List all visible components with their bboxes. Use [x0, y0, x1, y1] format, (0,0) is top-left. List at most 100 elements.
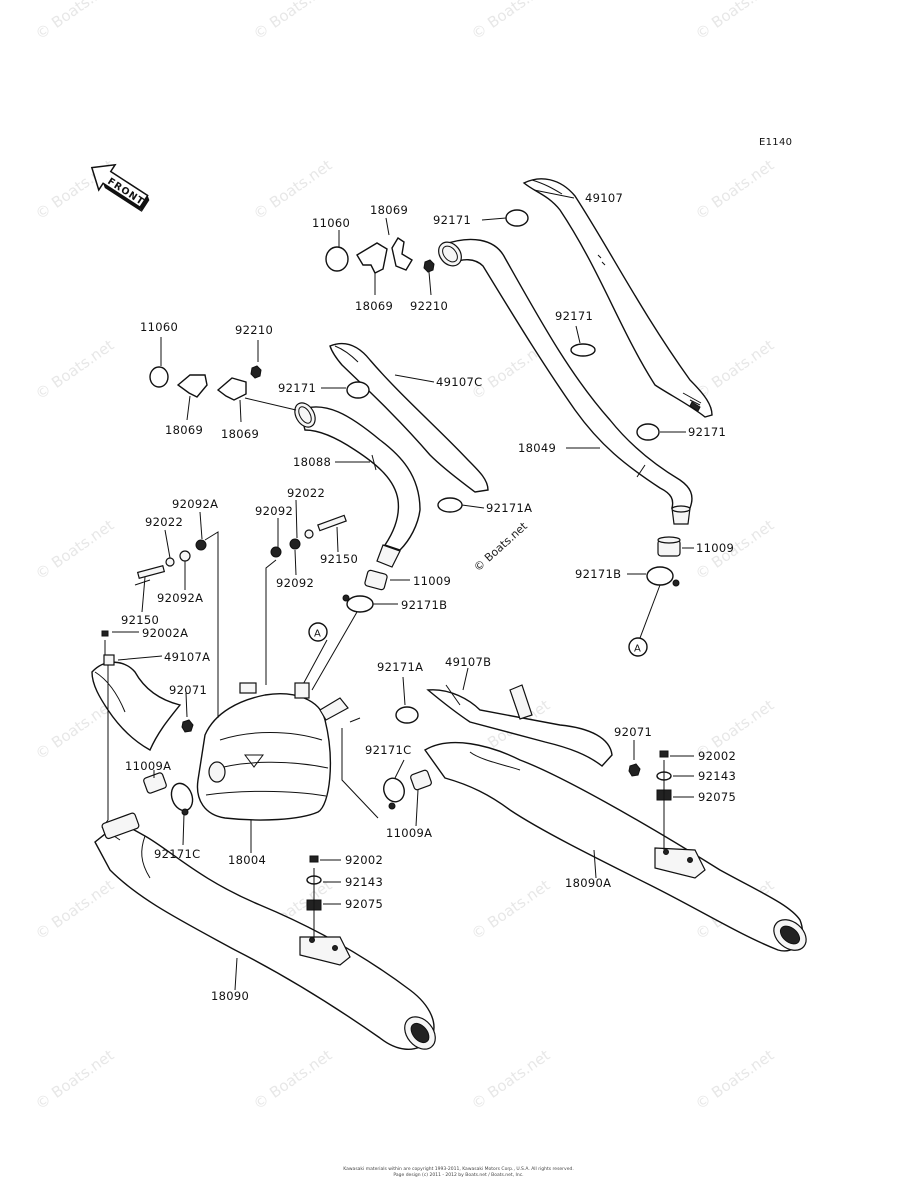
part-label: 92002 — [698, 749, 736, 763]
part-label: 92075 — [698, 790, 736, 804]
part-label: 18090 — [211, 989, 249, 1003]
part-label: 18069 — [370, 203, 408, 217]
clamp-92171B-mid — [342, 594, 374, 613]
gasket-11060-left — [149, 366, 169, 388]
bracket-18069-top — [356, 242, 388, 274]
watermark: © Boats.net — [250, 0, 335, 43]
watermark: © Boats.net — [250, 156, 335, 223]
bracket-18069-left-b — [216, 377, 247, 401]
part-label: 92092A — [172, 497, 218, 511]
watermark: © Boats.net — [32, 0, 117, 43]
bracket-18069-top-b — [391, 237, 413, 271]
ref-marker-a-right-label: A — [634, 644, 641, 655]
muffler-chamber-18004-part — [196, 682, 349, 821]
part-label: 92171A — [486, 501, 532, 515]
cover-49107B-part — [426, 684, 613, 767]
part-label: 18090A — [565, 876, 611, 890]
copyright-footer: Kawasaki materials within are copyright … — [0, 1167, 917, 1179]
muffler-18090A-part — [423, 741, 807, 952]
cover-49107C-part — [329, 342, 489, 493]
part-label: 11009 — [413, 574, 451, 588]
part-label: 92143 — [345, 875, 383, 889]
bracket-18069-left-a — [176, 374, 208, 398]
part-labels: 49107 92171 18069 11060 18069 92210 9217… — [121, 191, 736, 1003]
part-label: 92171 — [555, 309, 593, 323]
side-watermark: © Boats.net — [471, 519, 530, 574]
bolt-92002-mid — [309, 855, 319, 863]
part-label: 92071 — [169, 683, 207, 697]
part-label: 49107 — [585, 191, 623, 205]
header-pipe-18049-part — [438, 238, 693, 525]
ref-marker-a-right — [628, 637, 648, 657]
watermark: © Boats.net — [692, 0, 777, 43]
clamp-92171C-low — [383, 777, 405, 810]
clamp-92171A-mid — [437, 497, 463, 513]
part-label: 11009 — [696, 541, 734, 555]
muffler-18090-part — [94, 812, 436, 1050]
part-label: 92002 — [345, 853, 383, 867]
watermark: © Boats.net — [692, 156, 777, 223]
gasket-11060-top — [325, 246, 349, 272]
part-label: 92022 — [145, 515, 183, 529]
part-label: 92150 — [320, 552, 358, 566]
connector-11009A-low — [410, 769, 432, 791]
watermark: © Boats.net — [250, 1046, 335, 1113]
clamp-92171-mid — [570, 343, 596, 357]
nut-92071-right — [628, 763, 641, 777]
watermark: © Boats.net — [32, 1046, 117, 1113]
part-label: 92210 — [235, 323, 273, 337]
part-label: 18004 — [228, 853, 266, 867]
watermark: © Boats.net — [468, 1046, 553, 1113]
clamp-92171B-right — [646, 566, 680, 587]
part-label: 92150 — [121, 613, 159, 627]
part-label: 92171C — [154, 847, 200, 861]
part-label: 92143 — [698, 769, 736, 783]
part-label: 92171 — [688, 425, 726, 439]
fastener-group-left — [136, 539, 207, 579]
part-label: 92171B — [575, 567, 621, 581]
part-label: 18069 — [165, 423, 203, 437]
watermark: © Boats.net — [32, 696, 117, 763]
nut-92210-left — [250, 365, 262, 379]
part-label: 11009A — [125, 759, 171, 773]
nut-92210-top — [423, 259, 435, 273]
part-label: 18069 — [355, 299, 393, 313]
part-label: 92092 — [276, 576, 314, 590]
part-label: 49107B — [445, 655, 491, 669]
watermark: © Boats.net — [692, 336, 777, 403]
part-label: 18088 — [293, 455, 331, 469]
part-label: 92092 — [255, 504, 293, 518]
part-label: 92022 — [287, 486, 325, 500]
connector-11009-mid — [364, 569, 388, 591]
copyright-line: Page design (c) 2011 - 2012 by Boats.net… — [393, 1173, 524, 1178]
part-label: 11060 — [140, 320, 178, 334]
part-label: 11060 — [312, 216, 350, 230]
header-pipe-18088-part — [294, 402, 421, 568]
connector-11009-right — [657, 536, 681, 557]
nut-92071-left — [181, 719, 194, 733]
bolt-92002A — [101, 630, 109, 637]
watermark: © Boats.net — [32, 876, 117, 943]
fastener-group-mid — [270, 514, 347, 558]
watermark: © Boats.net — [32, 336, 117, 403]
copyright-line: Kawasaki materials within are copyright … — [343, 1167, 574, 1172]
part-label: 92092A — [157, 591, 203, 605]
part-label: 18049 — [518, 441, 556, 455]
part-label: 92075 — [345, 897, 383, 911]
part-label: 49107A — [164, 650, 210, 664]
clamp-92171-right — [636, 423, 660, 441]
watermark: © Boats.net — [32, 516, 117, 583]
part-label: 92002A — [142, 626, 188, 640]
ref-marker-a-mid-label: A — [314, 629, 321, 640]
watermark-layer: © Boats.net © Boats.net © Boats.net © Bo… — [32, 0, 777, 1113]
cover-49107A-part — [91, 654, 182, 751]
part-label: 92171B — [401, 598, 447, 612]
diagram-code: E1140 — [759, 137, 793, 148]
part-label: 49107C — [436, 375, 482, 389]
part-label: 92210 — [410, 299, 448, 313]
clamp-92171A-low — [395, 706, 419, 724]
part-label: 92171 — [278, 381, 316, 395]
part-label: 92171 — [433, 213, 471, 227]
